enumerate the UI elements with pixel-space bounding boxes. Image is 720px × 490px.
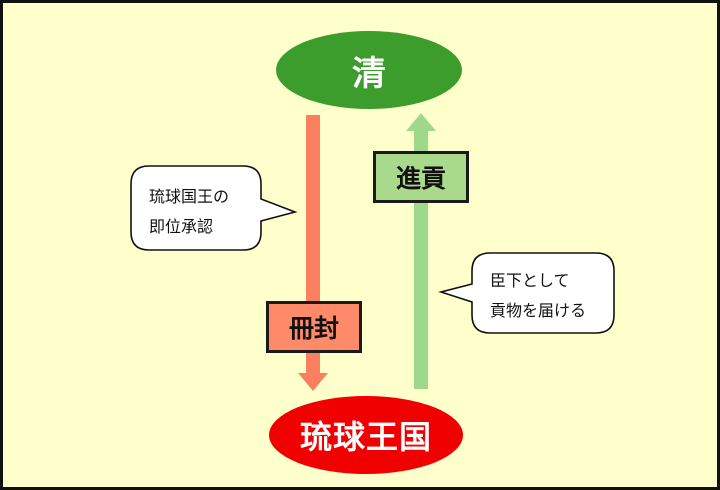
tribute-label-box: 進貢 <box>373 151 469 203</box>
investiture-label-box: 冊封 <box>266 301 362 353</box>
ryukyu-label: 琉球王国 <box>299 418 432 456</box>
left-callout-text: 琉球国王の 即位承認 <box>149 182 229 242</box>
down-arrow-head <box>298 373 328 391</box>
qing-label: 清 <box>352 53 386 94</box>
ryukyu-node: 琉球王国 <box>269 396 463 474</box>
right-callout-line-2: 貢物を届ける <box>490 301 587 320</box>
right-callout-text: 臣下として 貢物を届ける <box>490 266 586 326</box>
right-callout-bubble <box>438 252 615 334</box>
investiture-label: 冊封 <box>288 314 339 343</box>
up-arrow-head <box>406 113 436 131</box>
tribute-label: 進貢 <box>395 164 446 193</box>
left-callout-line-2: 即位承認 <box>149 217 214 236</box>
right-callout-line-1: 臣下として <box>490 271 570 290</box>
qing-node: 清 <box>276 31 462 109</box>
left-callout-bubble <box>130 165 298 251</box>
left-callout-line-1: 琉球国王の <box>149 187 230 206</box>
